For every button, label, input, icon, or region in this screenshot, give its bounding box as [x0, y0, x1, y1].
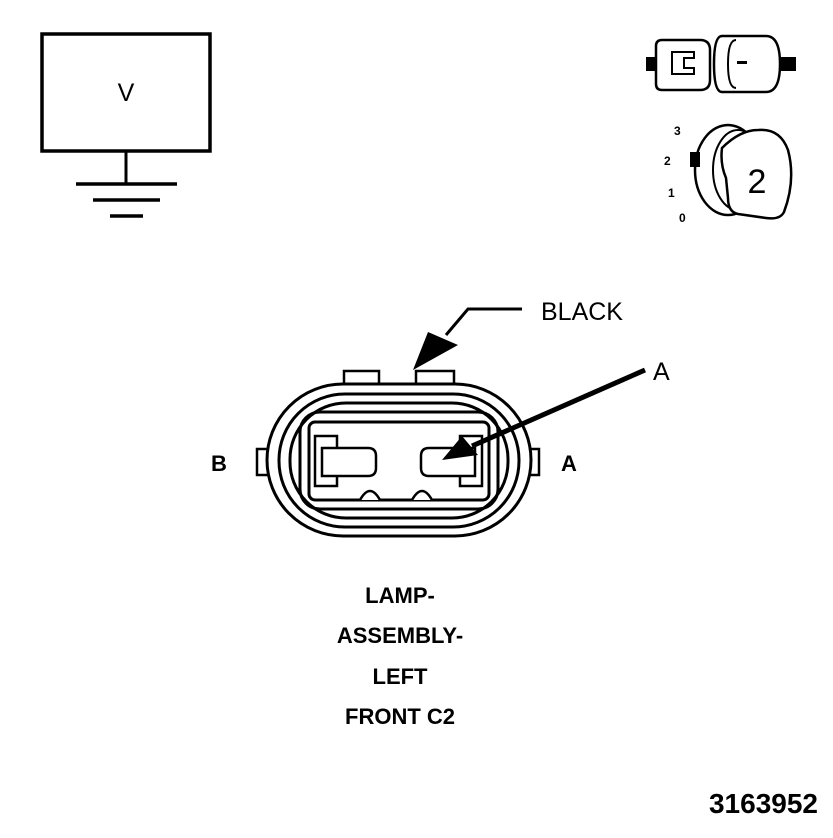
terminal-a-callout-arrow	[442, 367, 647, 460]
caption-line-4: FRONT C2	[345, 704, 455, 729]
caption-line-3: LEFT	[373, 664, 429, 689]
caption-line-1: LAMP-	[365, 583, 435, 608]
connector-face	[255, 369, 541, 538]
ignition-switch-icon	[690, 123, 793, 220]
connector-color-label: BLACK	[541, 298, 623, 326]
ignition-position-3: 3	[674, 124, 681, 138]
ignition-position-1: 1	[668, 186, 675, 200]
terminal-b	[313, 434, 378, 488]
pin-b-label: B	[211, 451, 227, 476]
figure-number: 3163952	[709, 788, 818, 819]
color-leader-arrow	[413, 307, 522, 370]
ignition-key-number: 2	[748, 163, 767, 201]
disconnected-connector-icon	[646, 34, 796, 94]
voltmeter-icon	[40, 32, 212, 218]
voltmeter-label: V	[118, 79, 135, 107]
ignition-position-2: 2	[664, 154, 671, 168]
ignition-position-0: 0	[679, 211, 686, 225]
pin-a-label: A	[561, 451, 577, 476]
caption-line-2: ASSEMBLY-	[337, 623, 463, 648]
ground-icon	[76, 182, 177, 218]
terminal-callout-label: A	[653, 358, 670, 386]
